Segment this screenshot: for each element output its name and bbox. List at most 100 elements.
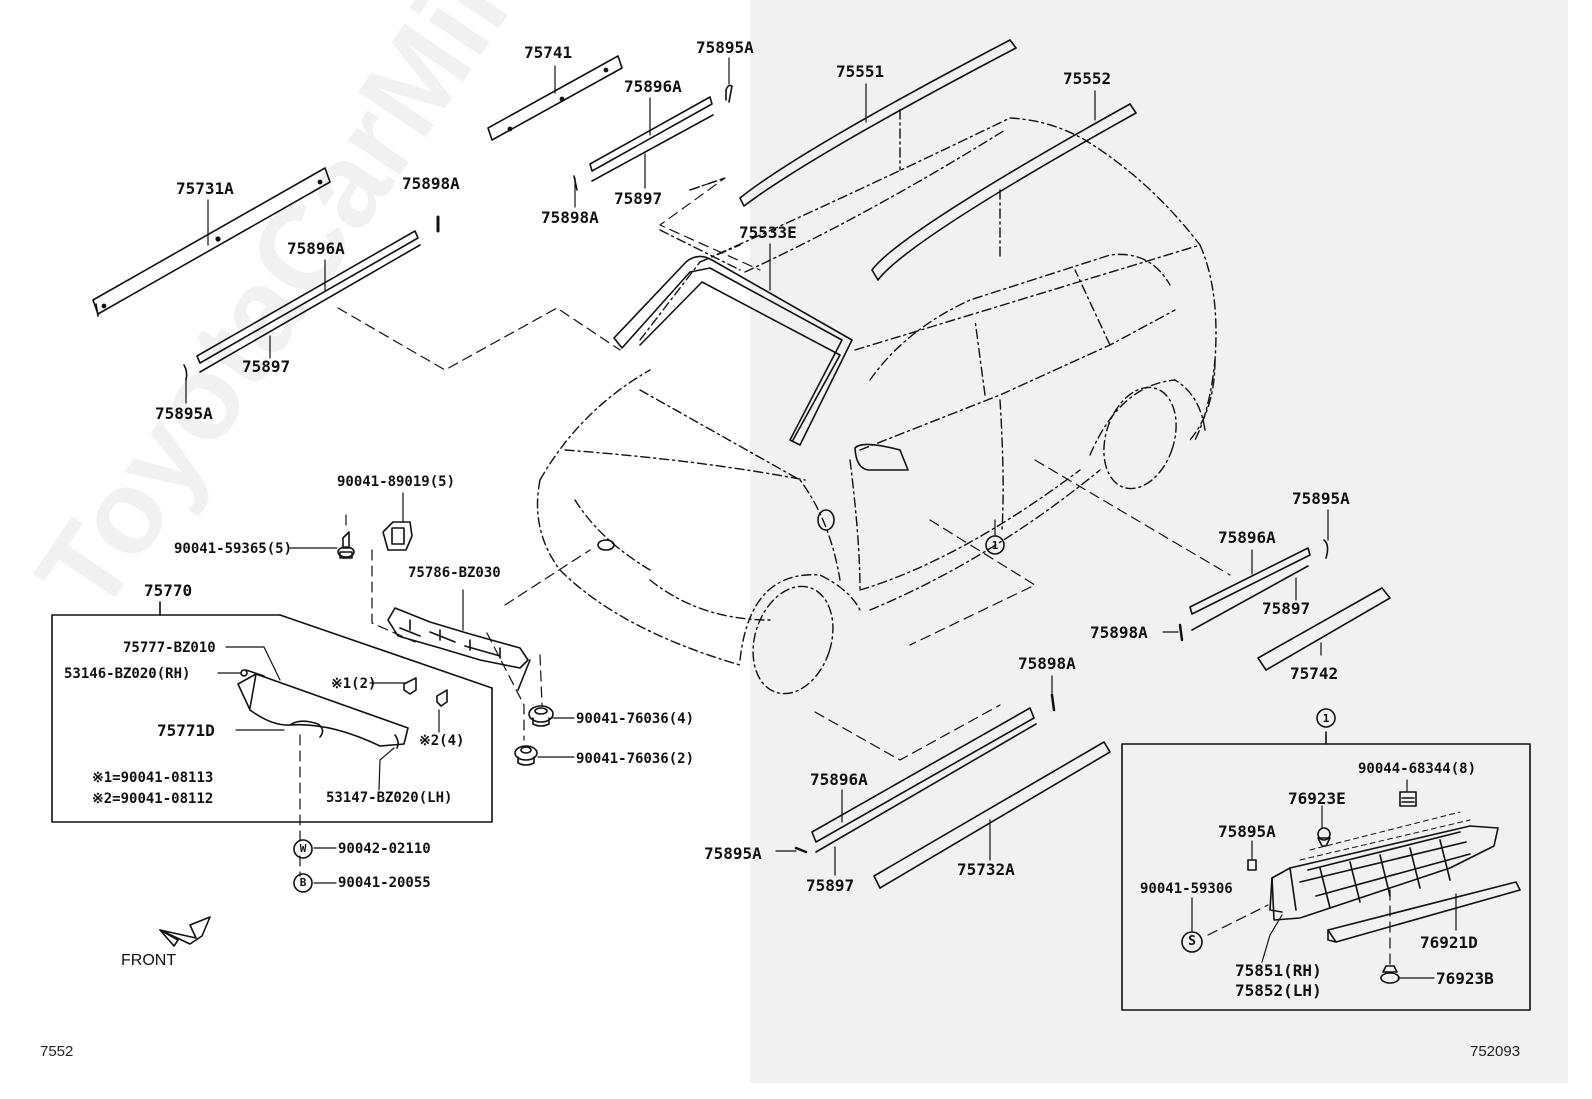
part-75897-low-strip xyxy=(815,723,1037,853)
label-75552: 75552 xyxy=(1063,69,1112,88)
screw-note1 xyxy=(403,677,417,695)
label-53147: 53147-BZ020(LH) xyxy=(326,790,453,806)
circle-b-letter: B xyxy=(299,876,307,889)
label-75731a: 75731A xyxy=(176,179,234,198)
part-75895a-left-clip xyxy=(183,364,188,381)
part-75741-drawing xyxy=(487,55,623,141)
ref-circle-1-car xyxy=(985,535,1005,555)
circle-b xyxy=(293,873,313,893)
circle-w xyxy=(293,839,313,859)
corner-code-right: 752093 xyxy=(1470,1043,1521,1060)
dashed-connectors xyxy=(299,177,1391,966)
label-75897-left: 75897 xyxy=(242,357,291,376)
label-75898a-right: 75898A xyxy=(1090,623,1148,642)
label-90041-20055: 90041-20055 xyxy=(338,875,431,891)
label-75732a: 75732A xyxy=(957,860,1015,879)
part-75895a-box-clip xyxy=(1247,859,1257,871)
label-75551: 75551 xyxy=(836,62,885,81)
part-75533e-windshield-molding xyxy=(613,255,853,446)
step-panel-hidden-lines xyxy=(1299,811,1471,861)
part-75896a-top-strip xyxy=(589,96,713,172)
label-90041-76036-4: 90041-76036(4) xyxy=(576,711,695,727)
label-75896a-top: 75896A xyxy=(624,77,682,96)
part-75895a-top-clip xyxy=(725,84,733,103)
label-76923b: 76923B xyxy=(1436,969,1494,988)
part-75732a-molding xyxy=(873,741,1111,889)
part-75897-left-strip xyxy=(199,244,421,373)
label-90041-59365: 90041-59365(5) xyxy=(174,541,293,557)
label-75898a-low: 75898A xyxy=(1018,654,1076,673)
part-90041-59365-bolt xyxy=(337,531,355,559)
leader-lines-box xyxy=(1191,779,1457,979)
front-label: FRONT xyxy=(121,952,177,969)
label-90041-89019: 90041-89019(5) xyxy=(337,474,456,490)
part-76921d-strip xyxy=(1327,881,1521,943)
label-75895a-left: 75895A xyxy=(155,404,213,423)
label-75852: 75852(LH) xyxy=(1235,981,1322,1000)
label-75895a-right: 75895A xyxy=(1292,489,1350,508)
part-75896a-low-strip xyxy=(811,707,1035,843)
label-75896a-left: 75896A xyxy=(287,239,345,258)
ref-1-car-number: 1 xyxy=(991,539,999,552)
leader-lines-right xyxy=(775,509,1329,876)
label-75897-top: 75897 xyxy=(614,189,663,208)
shaded-background-panel xyxy=(750,0,1568,1083)
corner-code-left: 7552 xyxy=(40,1043,74,1060)
part-75551-roof-molding xyxy=(739,39,1017,207)
turn-signal-sketch xyxy=(817,509,835,531)
part-75742-strip xyxy=(1257,587,1391,671)
circle-s xyxy=(1181,931,1203,953)
part-76923b-clip xyxy=(1380,965,1400,984)
part-75898a-low-clip xyxy=(1050,693,1056,712)
part-75786-bracket xyxy=(387,607,529,669)
label-75851: 75851(RH) xyxy=(1235,961,1322,980)
parts-diagram-page: ToyotaCarMine.ru xyxy=(12,0,1568,1083)
leader-lines-top xyxy=(185,57,1096,404)
part-90041-76036-4-clip xyxy=(528,705,554,727)
label-75895a-top: 75895A xyxy=(696,38,754,57)
part-75898a-right-clip xyxy=(1178,623,1184,642)
label-75777: 75777-BZ010 xyxy=(123,640,216,656)
label-note2-ref: ※2(4) xyxy=(419,733,465,749)
label-75741: 75741 xyxy=(524,43,573,62)
part-75777-seal xyxy=(245,669,265,677)
part-75897-top-strip xyxy=(591,114,714,182)
mirror-sketch xyxy=(854,443,909,471)
label-note1-ref: ※1(2) xyxy=(331,676,377,692)
label-75897-low: 75897 xyxy=(806,876,855,895)
label-90041-59306: 90041-59306 xyxy=(1140,881,1233,897)
part-75851-step-panel xyxy=(1269,825,1499,921)
label-90042-02110: 90042-02110 xyxy=(338,841,431,857)
label-76923e: 76923E xyxy=(1288,789,1346,808)
label-75898a-top: 75898A xyxy=(541,208,599,227)
ref-1-box-number: 1 xyxy=(1322,712,1330,725)
screw-note2 xyxy=(436,689,448,707)
leader-lines-left-box xyxy=(217,492,575,884)
front-arrow-icon xyxy=(159,916,211,945)
label-75770: 75770 xyxy=(144,581,193,600)
part-53146-clip xyxy=(240,669,248,677)
ref-circle-1-box xyxy=(1316,708,1336,728)
label-note2: ※2=90041-08112 xyxy=(92,791,214,807)
part-75896a-right-strip xyxy=(1189,547,1311,615)
label-note1: ※1=90041-08113 xyxy=(92,770,214,786)
circle-s-letter: S xyxy=(1188,934,1196,949)
label-75895a-low: 75895A xyxy=(704,844,762,863)
label-75898a-left: 75898A xyxy=(402,174,460,193)
part-53147-clip xyxy=(394,734,399,749)
label-53146: 53146-BZ020(RH) xyxy=(64,666,191,682)
leader-75786-to-clips xyxy=(517,659,531,691)
label-75742: 75742 xyxy=(1290,664,1339,683)
label-90044-68344: 90044-68344(8) xyxy=(1358,761,1477,777)
box-75770 xyxy=(51,601,493,823)
label-75896a-right: 75896A xyxy=(1218,528,1276,547)
part-76923e-screw xyxy=(1317,827,1331,847)
part-90041-76036-2-clip xyxy=(514,745,538,766)
label-75533e: 75533E xyxy=(739,223,797,242)
part-75895a-right-clip xyxy=(1323,539,1329,559)
exploded-diagram xyxy=(51,39,1531,1011)
label-75897-right: 75897 xyxy=(1262,599,1311,618)
vehicle-outline xyxy=(536,109,1217,695)
part-75771d-cowl-panel xyxy=(237,673,409,747)
part-90044-68344-clip xyxy=(1399,791,1417,807)
